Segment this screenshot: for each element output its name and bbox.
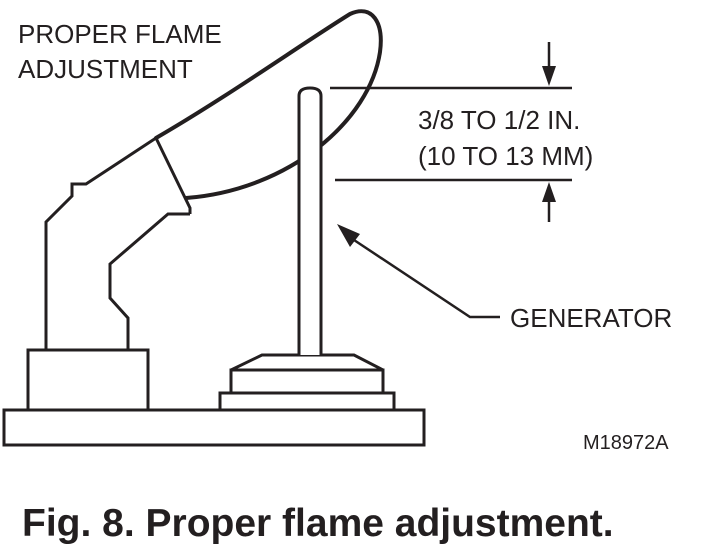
title-label-line1: PROPER FLAME: [18, 19, 222, 49]
generator-leader: [337, 224, 500, 319]
title-label-line2: ADJUSTMENT: [18, 54, 193, 84]
figure-id-label: M18972A: [583, 432, 669, 454]
dimension-lines: [330, 42, 572, 222]
dimension-label-line2: (10 TO 13 MM): [418, 141, 593, 171]
pilot-burner-block: [26, 348, 150, 412]
generator-rod: [297, 86, 323, 355]
generator-mount: [218, 353, 396, 412]
dimension-arrow-down: [542, 66, 556, 86]
generator-leader-arrowhead: [337, 224, 360, 247]
pilot-tube: [44, 136, 192, 350]
figure-caption: Fig. 8. Proper flame adjustment.: [22, 502, 614, 545]
generator-label: GENERATOR: [510, 303, 672, 333]
dimension-arrow-up: [542, 182, 556, 202]
base-plate: [2, 408, 426, 447]
dimension-label-line1: 3/8 TO 1/2 IN.: [418, 105, 580, 135]
